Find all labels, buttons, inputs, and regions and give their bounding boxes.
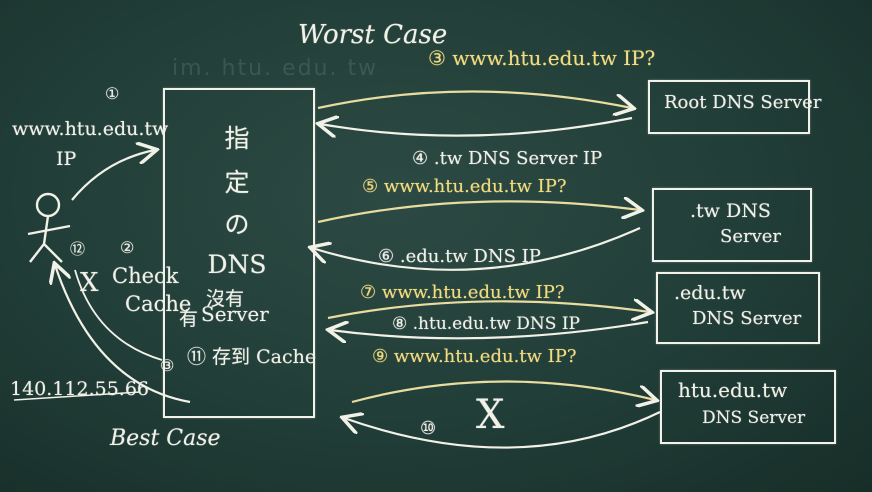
arrow-step7 (327, 301, 650, 318)
arrow-step4 (320, 118, 633, 136)
step-3-label: ③ www.htu.edu.tw IP? (428, 46, 656, 70)
step-6-label: ⑥ .edu.tw DNS IP (378, 246, 541, 267)
local-line-3: の (224, 210, 250, 239)
check-text-1: Check (112, 264, 179, 288)
edu-dns-label-1: .edu.tw (674, 282, 746, 304)
title: Worst Case (298, 20, 448, 50)
root-dns-label: Root DNS Server (664, 92, 822, 113)
tw-dns-label-2: Server (720, 226, 782, 247)
step-4-label: ④ .tw DNS Server IP (412, 148, 603, 169)
step-12: ⑫ (70, 240, 86, 258)
local-dns-server-box: 指 定 の DNS Server 有 ⑪ 存到 Cache (163, 88, 317, 418)
htu-dns-label-2: DNS Server (702, 408, 806, 428)
step-10-x-mark: X (476, 392, 505, 438)
step-8-label: ⑧ .htu.edu.tw DNS IP (392, 314, 580, 334)
local-line-1: 指 (224, 124, 250, 153)
local-line-2: 定 (224, 168, 250, 197)
arrow-step10 (344, 411, 661, 449)
arrow-step3 (317, 90, 632, 109)
best-case: Best Case (110, 426, 221, 451)
step-7-label: ⑦ www.htu.edu.tw IP? (360, 282, 565, 303)
edu-dns-label-2: DNS Server (692, 308, 802, 329)
arrow-check-cache (74, 269, 163, 361)
htu-dns-label-1: htu.edu.tw (678, 378, 788, 402)
root-dns-server-box: Root DNS Server (648, 80, 821, 134)
local-have: 有 (179, 308, 199, 330)
local-line-5: Server (201, 302, 269, 326)
check-mark: X (80, 268, 99, 298)
check-text-2: Cache (125, 292, 192, 316)
step-3-left: ③ (160, 356, 175, 375)
step-2: ② (120, 238, 135, 257)
arrow-client-to-local (71, 150, 155, 201)
step-5-label: ⑤ www.htu.edu.tw IP? (362, 176, 567, 197)
tw-dns-server-box: .tw DNS Server (652, 188, 812, 262)
person-figure (27, 192, 71, 263)
local-line-4: DNS (207, 250, 267, 279)
htu-edu-tw-dns-server-box: htu.edu.tw DNS Server (660, 370, 836, 444)
cache-note: ⑪ 存到 Cache (187, 346, 317, 368)
arrow-step6 (312, 226, 641, 271)
ghost-text: im. htu. edu. tw (172, 56, 379, 81)
step-1: ① (105, 84, 120, 103)
client-ip: 140.112.55.66 (10, 378, 150, 400)
edu-tw-dns-server-box: .edu.tw DNS Server (656, 272, 820, 344)
arrow-step5 (317, 201, 640, 224)
arrow-local-to-client (55, 265, 191, 404)
arrow-step8 (330, 322, 649, 338)
arrow-step9 (351, 380, 655, 402)
step-10-number: ⑩ (420, 418, 437, 439)
client-query: www.htu.edu.tw (12, 118, 169, 140)
step-9-label: ⑨ www.htu.edu.tw IP? (372, 346, 577, 367)
tw-dns-label-1: .tw DNS (690, 200, 771, 222)
no-have-text: 沒有 (206, 288, 245, 310)
client-query-ip: IP (56, 148, 77, 170)
